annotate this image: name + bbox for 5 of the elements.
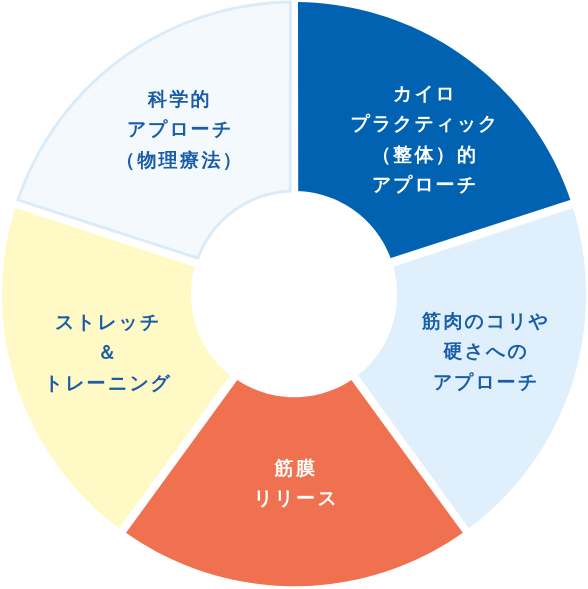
- segment-label: 筋膜リリース: [253, 456, 339, 512]
- segment-label: 科学的アプローチ（物理療法）: [116, 87, 244, 174]
- segment-label: ストレッチ＆トレーニング: [44, 310, 172, 396]
- segment-label: カイロプラクティック（整体）的アプローチ: [350, 82, 500, 198]
- segment-label: 筋肉のコリや硬さへのアプローチ: [422, 309, 550, 396]
